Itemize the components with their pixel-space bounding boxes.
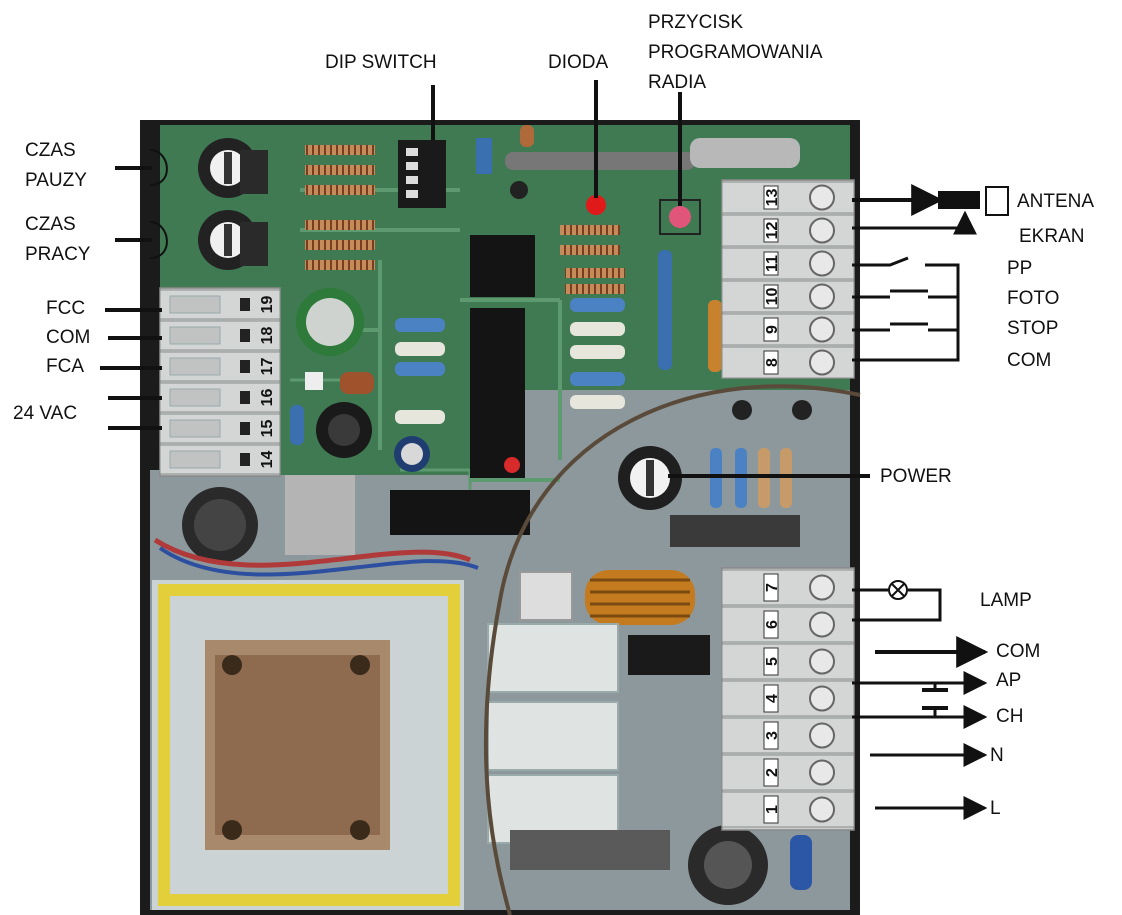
terminal-17: 17 (159, 351, 281, 382)
terminal-number: 4 (764, 694, 781, 703)
label-pp: PP (1007, 258, 1033, 279)
terminal-5: 5 (721, 643, 855, 680)
terminal-6: 6 (721, 606, 855, 643)
label-dip-switch: DIP SWITCH (325, 52, 437, 73)
terminal-number: 3 (764, 731, 781, 740)
terminal-number: 18 (259, 327, 276, 345)
terminal-number: 12 (764, 222, 781, 240)
label-ch: CH (996, 706, 1024, 727)
terminal-2: 2 (721, 754, 855, 791)
terminal-13: 13 (721, 181, 855, 214)
terminal-7: 7 (721, 569, 855, 606)
terminal-12: 12 (721, 214, 855, 247)
label-lamp: LAMP (980, 590, 1032, 611)
terminal-9: 9 (721, 313, 855, 346)
label-com-top-right: COM (1007, 350, 1052, 371)
label-ekran: EKRAN (1019, 226, 1085, 247)
label-fcc: FCC (46, 298, 86, 319)
terminal-block-lower-right: 7 6 5 4 3 2 1 (721, 567, 855, 831)
terminal-number: 14 (259, 451, 276, 469)
label-przycisk-line2: PROGRAMOWANIA (648, 42, 823, 63)
terminal-number: 2 (764, 768, 781, 777)
terminal-15: 15 (159, 413, 281, 444)
label-l: L (990, 798, 1001, 819)
terminal-number: 11 (764, 255, 781, 272)
terminal-11: 11 (721, 247, 855, 280)
annotation-lines (100, 80, 1009, 820)
terminal-number: 9 (764, 325, 781, 334)
terminal-8: 8 (721, 346, 855, 379)
terminal-number: 15 (259, 420, 276, 438)
label-dioda: DIODA (548, 52, 609, 73)
terminal-3: 3 (721, 717, 855, 754)
label-czas-pauzy-line2: PAUZY (25, 170, 87, 191)
label-fca: FCA (46, 356, 84, 377)
terminal-block-upper-right: 13 12 11 10 9 8 (721, 179, 855, 379)
label-przycisk-line1: PRZYCISK (648, 12, 744, 33)
terminal-number: 16 (259, 389, 276, 407)
terminal-number: 1 (764, 805, 781, 814)
label-com-bottom-right: COM (996, 641, 1041, 662)
terminal-14: 14 (159, 444, 281, 475)
terminal-number: 8 (764, 358, 781, 367)
label-power: POWER (880, 466, 952, 487)
terminal-16: 16 (159, 382, 281, 413)
label-czas-pracy-line1: CZAS (25, 214, 76, 235)
terminal-number: 5 (764, 657, 781, 666)
terminal-number: 7 (764, 583, 781, 592)
terminal-number: 10 (764, 288, 781, 306)
label-antena: ANTENA (1017, 191, 1095, 212)
label-czas-pracy-line2: PRACY (25, 244, 91, 265)
label-czas-pauzy-line1: CZAS (25, 140, 76, 161)
label-stop: STOP (1007, 318, 1059, 339)
label-24vac: 24 VAC (13, 403, 78, 424)
terminal-19: 19 (159, 289, 281, 320)
terminal-block-left: 19 18 17 16 15 14 (159, 287, 281, 477)
label-foto: FOTO (1007, 288, 1060, 309)
terminal-18: 18 (159, 320, 281, 351)
terminal-number: 13 (764, 189, 781, 207)
terminal-number: 19 (259, 296, 276, 314)
label-ap: AP (996, 670, 1022, 691)
terminal-number: 17 (259, 358, 276, 376)
terminal-number: 6 (764, 620, 781, 629)
label-com-left: COM (46, 327, 91, 348)
terminal-10: 10 (721, 280, 855, 313)
label-przycisk-line3: RADIA (648, 72, 707, 93)
label-n: N (990, 745, 1004, 766)
terminal-1: 1 (721, 791, 855, 828)
terminal-4: 4 (721, 680, 855, 717)
